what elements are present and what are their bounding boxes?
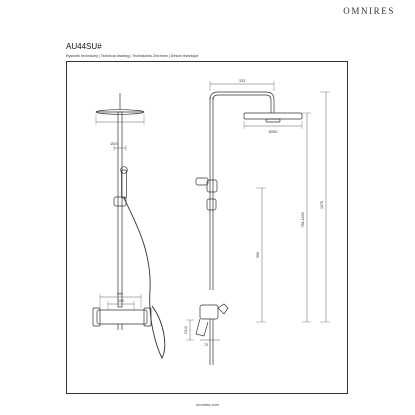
footer-url[interactable]: omnires.com (196, 402, 219, 407)
drawing-frame (66, 61, 348, 394)
dim-arm-length: 333 (239, 79, 245, 83)
drawing-subtitle: Rysunek techniczny | Technical drawing |… (66, 54, 199, 58)
product-code: AU44SU# (66, 42, 102, 51)
front-hose (123, 197, 166, 360)
dim-height-mid: 798-1200 (301, 212, 305, 227)
dim-side-small-b: 70 (204, 343, 208, 347)
front-right-knob (143, 307, 152, 327)
dim-side-small-a: G1/2 (184, 326, 188, 334)
side-hand-shower (195, 177, 209, 186)
front-thermostat-body (96, 309, 148, 325)
dim-head-diameter-side: Ø250 (269, 130, 278, 134)
dim-height-left: 590 (256, 252, 260, 258)
dim-head-diameter-front: Ø19 (111, 142, 118, 146)
front-riser-pipe (117, 111, 123, 308)
dim-spacing-inner: 150 (118, 299, 124, 303)
front-hand-shower-head (120, 166, 128, 174)
side-shower-head (243, 112, 303, 120)
dim-spacing-outer: 282 (117, 292, 123, 296)
dim-height-right: 1070 (320, 201, 324, 209)
brand-logo: OMNIRES (343, 6, 395, 16)
side-thermostat (199, 304, 219, 320)
side-slider (206, 179, 218, 193)
side-arm (209, 91, 275, 113)
front-left-knob (92, 307, 101, 327)
